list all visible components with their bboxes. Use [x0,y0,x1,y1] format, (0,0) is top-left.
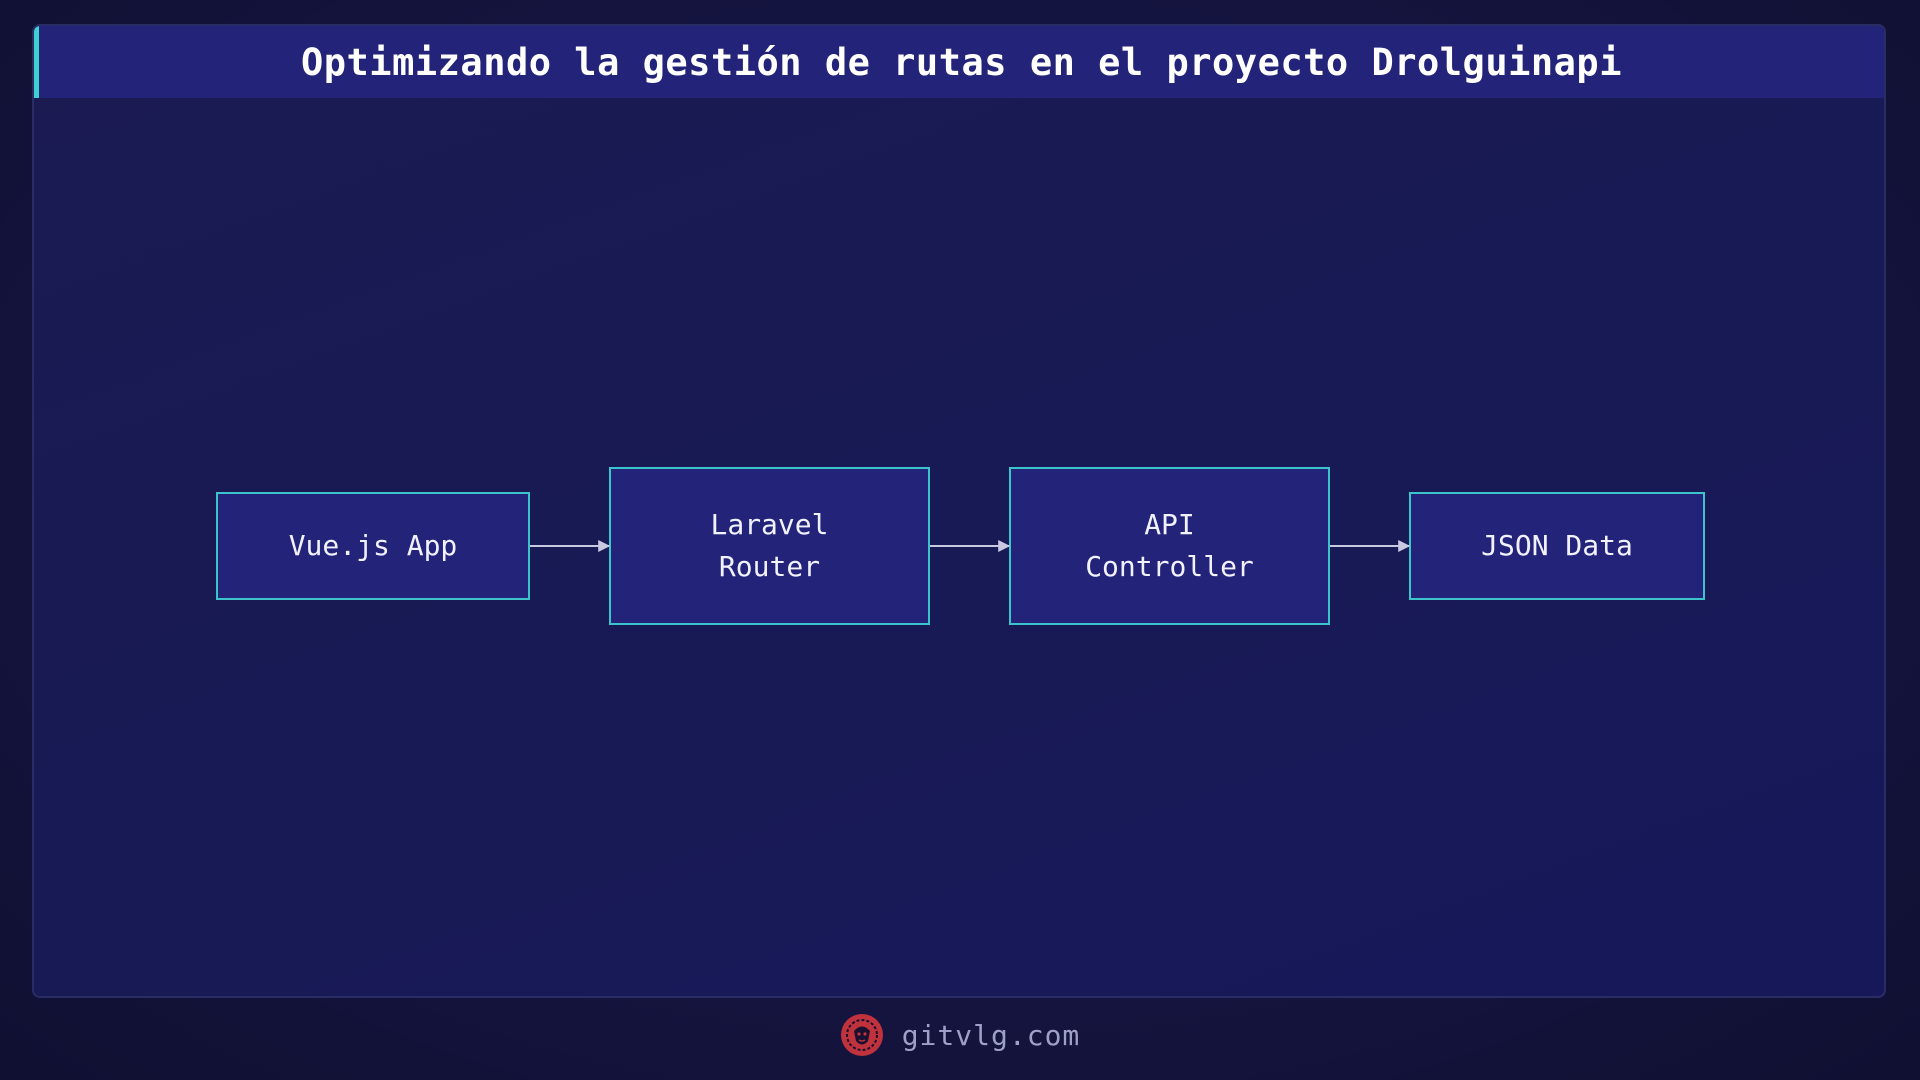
page-title: Optimizando la gestión de rutas en el pr… [300,40,1622,84]
node-api-controller: API Controller [1009,467,1330,625]
footer: gitvlg.com [0,1010,1920,1060]
site-link[interactable]: gitvlg.com [901,1018,1081,1052]
title-bar: Optimizando la gestión de rutas en el pr… [34,26,1884,98]
node-vue-app: Vue.js App [216,492,530,600]
node-laravel-router: Laravel Router [609,467,930,625]
node-json-data: JSON Data [1409,492,1705,600]
lion-logo-icon [840,1014,883,1056]
